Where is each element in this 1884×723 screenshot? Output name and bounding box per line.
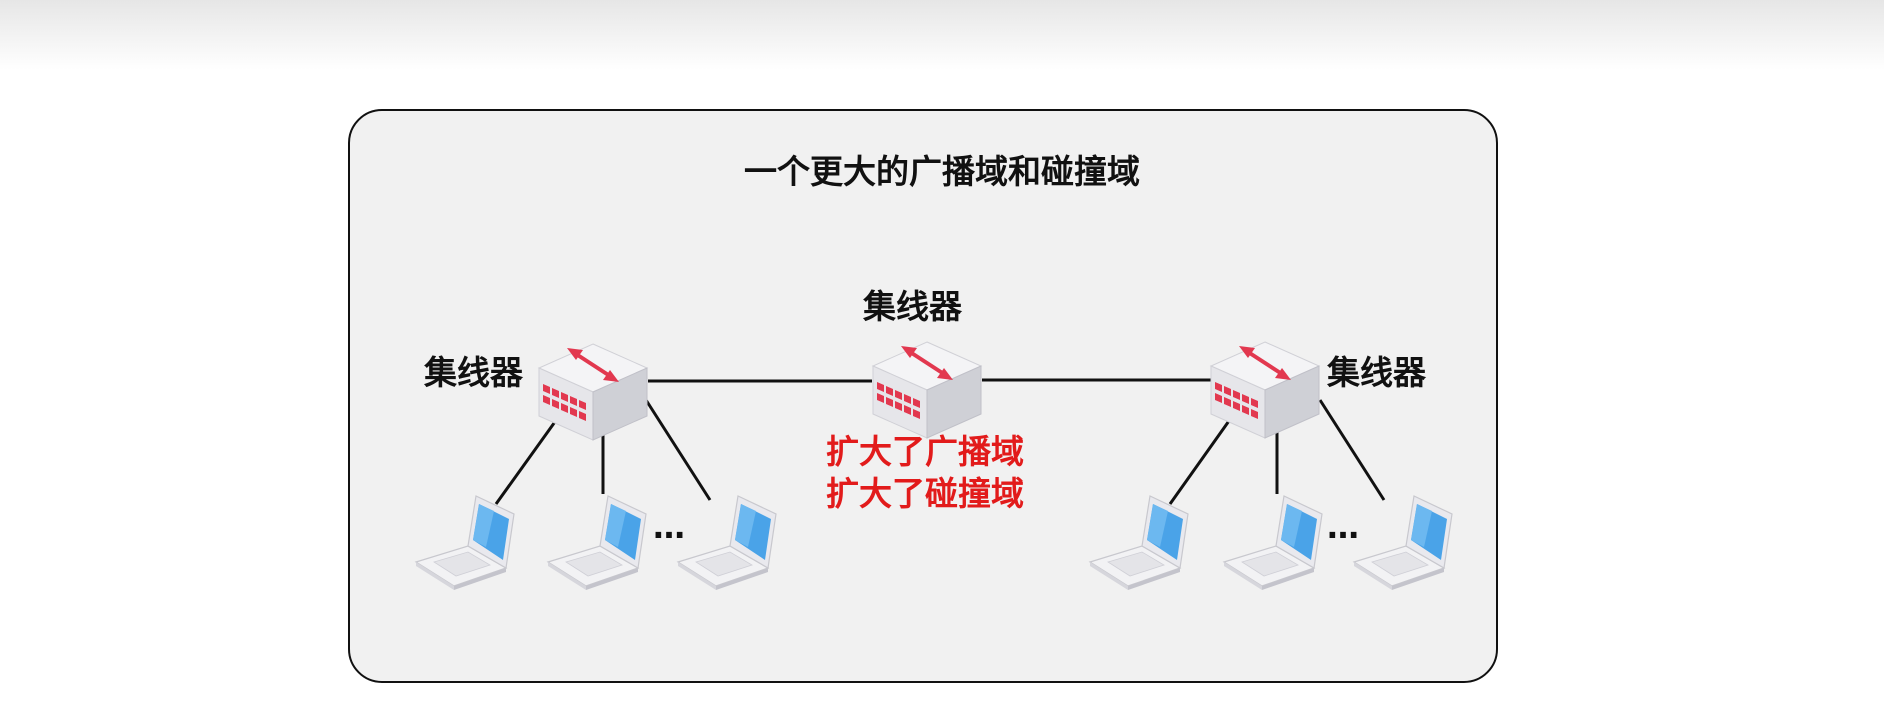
- hub-left-label: 集线器: [424, 346, 523, 394]
- laptop-icon: [416, 496, 514, 590]
- hub-icon: [539, 344, 647, 440]
- link-left-pc1: [496, 412, 562, 504]
- annotation-note: 扩大了广播域 扩大了碰撞域: [790, 431, 1060, 515]
- hub-right-label: 集线器: [1327, 346, 1426, 394]
- laptop-icon: [1354, 496, 1452, 590]
- annotation-line-collision: 扩大了碰撞域: [790, 473, 1060, 515]
- ellipsis-right: …: [1327, 508, 1359, 546]
- hub-center-label: 集线器: [863, 280, 962, 328]
- ellipsis-left: …: [653, 508, 685, 546]
- link-left-pc3: [646, 400, 710, 500]
- link-right-pc3: [1320, 400, 1384, 500]
- laptop-icon: [1224, 496, 1322, 590]
- hub-icon: [873, 342, 981, 438]
- annotation-line-broadcast: 扩大了广播域: [790, 431, 1060, 473]
- laptop-icon: [548, 496, 646, 590]
- link-right-pc1: [1170, 411, 1236, 504]
- laptop-icon: [678, 496, 776, 590]
- laptop-icon: [1090, 496, 1188, 590]
